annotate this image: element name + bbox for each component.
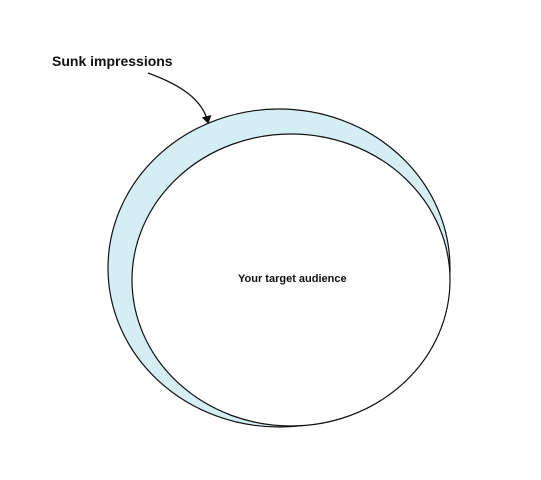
callout-arrow [147, 72, 212, 124]
target-audience-label: Your target audience [238, 273, 347, 285]
inner-audience-ellipse [131, 133, 451, 427]
sunk-impressions-label: Sunk impressions [52, 53, 173, 69]
